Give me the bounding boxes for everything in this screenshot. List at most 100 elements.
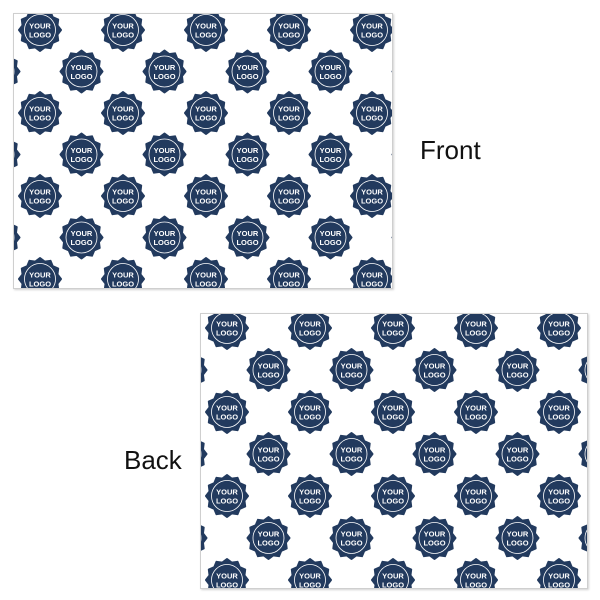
svg-text:LOGO: LOGO <box>236 155 258 164</box>
svg-text:YOUR: YOUR <box>154 146 176 155</box>
svg-text:LOGO: LOGO <box>112 197 134 206</box>
svg-text:LOGO: LOGO <box>29 197 51 206</box>
svg-text:YOUR: YOUR <box>195 271 217 280</box>
svg-text:LOGO: LOGO <box>299 413 321 422</box>
svg-text:YOUR: YOUR <box>424 362 446 371</box>
svg-text:YOUR: YOUR <box>548 572 570 581</box>
svg-text:YOUR: YOUR <box>361 105 383 114</box>
svg-text:LOGO: LOGO <box>340 455 362 464</box>
svg-text:LOGO: LOGO <box>506 371 528 380</box>
svg-text:YOUR: YOUR <box>71 146 93 155</box>
svg-text:LOGO: LOGO <box>319 155 341 164</box>
svg-text:LOGO: LOGO <box>465 497 487 506</box>
svg-text:LOGO: LOGO <box>70 72 92 81</box>
svg-text:LOGO: LOGO <box>548 329 570 338</box>
svg-text:LOGO: LOGO <box>216 497 238 506</box>
svg-text:YOUR: YOUR <box>361 22 383 31</box>
svg-text:YOUR: YOUR <box>320 146 342 155</box>
svg-text:LOGO: LOGO <box>278 114 300 123</box>
svg-text:YOUR: YOUR <box>258 530 280 539</box>
svg-text:LOGO: LOGO <box>361 114 383 123</box>
svg-text:YOUR: YOUR <box>424 530 446 539</box>
svg-text:YOUR: YOUR <box>382 572 404 581</box>
svg-text:YOUR: YOUR <box>507 446 529 455</box>
svg-text:YOUR: YOUR <box>341 530 363 539</box>
svg-text:LOGO: LOGO <box>195 114 217 123</box>
svg-text:LOGO: LOGO <box>506 455 528 464</box>
svg-text:LOGO: LOGO <box>382 413 404 422</box>
svg-text:LOGO: LOGO <box>195 197 217 206</box>
svg-text:LOGO: LOGO <box>257 539 279 548</box>
svg-text:LOGO: LOGO <box>70 155 92 164</box>
svg-text:YOUR: YOUR <box>216 404 238 413</box>
svg-text:YOUR: YOUR <box>299 320 321 329</box>
svg-text:YOUR: YOUR <box>507 362 529 371</box>
svg-text:YOUR: YOUR <box>112 22 134 31</box>
svg-text:YOUR: YOUR <box>465 320 487 329</box>
svg-text:LOGO: LOGO <box>278 280 300 289</box>
svg-text:LOGO: LOGO <box>361 197 383 206</box>
svg-text:LOGO: LOGO <box>423 371 445 380</box>
svg-text:YOUR: YOUR <box>216 320 238 329</box>
svg-text:LOGO: LOGO <box>29 114 51 123</box>
svg-text:YOUR: YOUR <box>361 188 383 197</box>
svg-text:LOGO: LOGO <box>548 581 570 589</box>
svg-text:YOUR: YOUR <box>548 488 570 497</box>
svg-text:YOUR: YOUR <box>29 271 51 280</box>
svg-text:LOGO: LOGO <box>465 329 487 338</box>
svg-text:LOGO: LOGO <box>465 581 487 589</box>
svg-text:YOUR: YOUR <box>465 488 487 497</box>
svg-text:LOGO: LOGO <box>340 539 362 548</box>
svg-text:LOGO: LOGO <box>153 72 175 81</box>
svg-text:LOGO: LOGO <box>319 238 341 247</box>
svg-text:YOUR: YOUR <box>195 188 217 197</box>
svg-text:YOUR: YOUR <box>341 446 363 455</box>
back-label: Back <box>124 445 182 475</box>
svg-text:LOGO: LOGO <box>548 413 570 422</box>
svg-text:YOUR: YOUR <box>299 488 321 497</box>
svg-text:LOGO: LOGO <box>465 413 487 422</box>
svg-text:LOGO: LOGO <box>216 581 238 589</box>
svg-text:YOUR: YOUR <box>548 320 570 329</box>
svg-text:YOUR: YOUR <box>278 105 300 114</box>
front-logo-pattern: YOURLOGOYOURLOGOYOURLOGOYOURLOGOYOURLOGO… <box>14 14 392 288</box>
svg-text:LOGO: LOGO <box>340 371 362 380</box>
